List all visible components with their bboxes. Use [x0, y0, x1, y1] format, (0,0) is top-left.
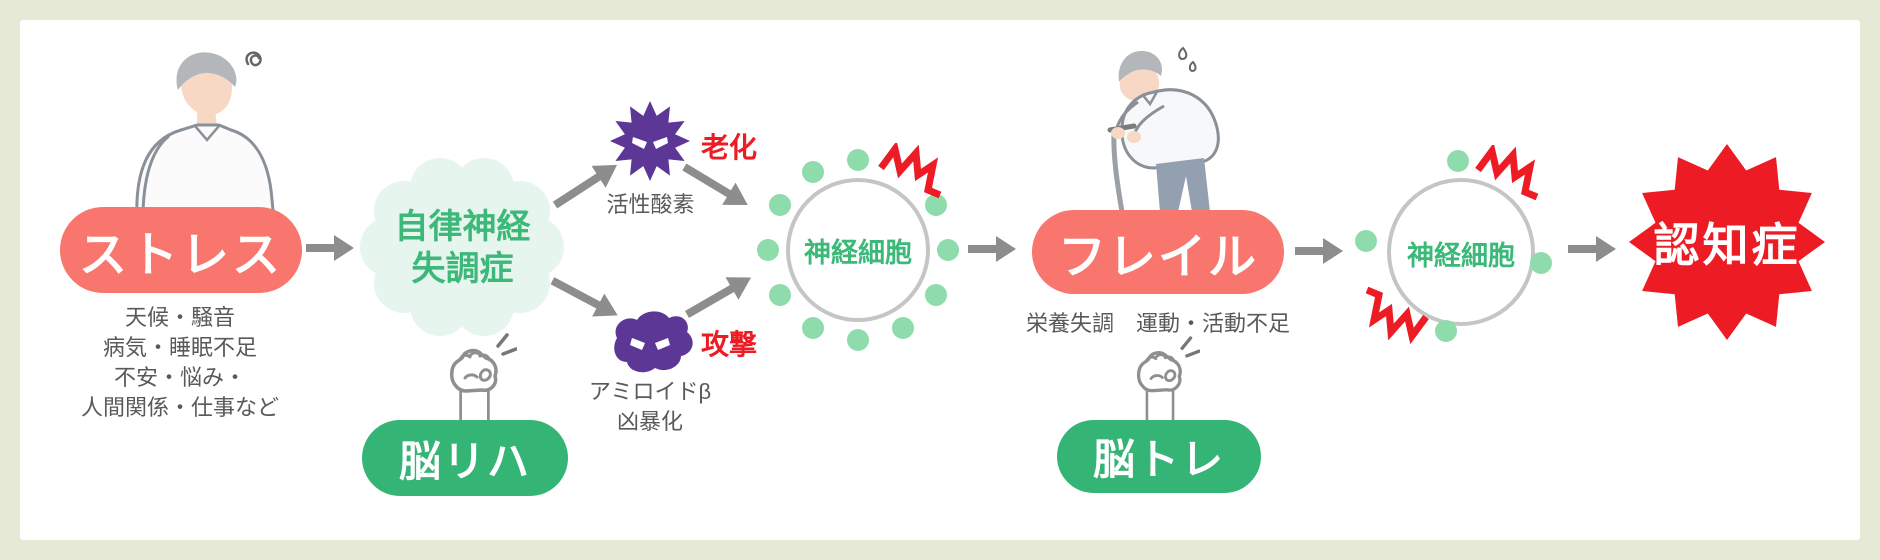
stressed-man-icon: [135, 51, 276, 220]
nerve-cell-dot: [1447, 150, 1469, 172]
nerve-cell-dot: [1435, 320, 1457, 342]
reactive-oxygen-label: 活性酸素: [606, 192, 695, 217]
elderly-man-cane-icon: [1107, 46, 1220, 215]
nerve-cell-label: 神経細胞: [804, 237, 912, 268]
flow-arrow: [968, 236, 1016, 262]
starburst-icon: [1629, 144, 1825, 340]
flow-arrow: [306, 235, 354, 261]
frailty-causes: 栄養失調 運動・活動不足: [1025, 311, 1290, 336]
stress-cause-line: 天候・騒音: [124, 305, 235, 330]
dysautonomia-label: 自律神経 失調症: [355, 150, 570, 345]
attack-effect-label: 攻撃: [701, 329, 758, 360]
dysautonomia-line2: 失調症: [411, 249, 514, 288]
frailty-pill: フレイル: [1032, 210, 1284, 294]
amyloid-label: アミロイドβ 凶暴化: [565, 377, 735, 437]
shock-zigzag-icon: [878, 143, 942, 199]
flow-arrow-diagonal: [550, 277, 618, 317]
nerve-cell-circle: [1387, 178, 1535, 326]
diagram-panel: [20, 20, 1860, 540]
stress-causes: 天候・騒音 病気・睡眠不足 不安・悩み・ 人間関係・仕事など: [30, 303, 330, 423]
nerve-cell-dot: [1355, 230, 1377, 252]
aging-effect-label: 老化: [701, 132, 758, 163]
amyloid-line2: 凶暴化: [616, 409, 683, 434]
spiky-virus-icon: [610, 101, 690, 181]
brain-rehab-pill: 脳リハ: [362, 420, 568, 496]
dementia-label: 認知症: [1653, 219, 1801, 271]
shock-zigzag-icon: [1365, 286, 1429, 344]
fist-icon: [450, 333, 517, 425]
blob-virus-icon: [614, 311, 693, 373]
nerve-cell-dot: [1530, 252, 1552, 274]
cloud-shape: [360, 158, 564, 336]
stress-cause-line: 不安・悩み・: [113, 365, 246, 390]
flow-arrow-diagonal: [552, 164, 618, 209]
flow-arrow: [1568, 236, 1616, 262]
stress-pill: ストレス: [60, 207, 302, 293]
fist-icon: [1136, 336, 1200, 423]
amyloid-line1: アミロイドβ: [588, 379, 712, 404]
flow-arrow-diagonal: [682, 163, 748, 206]
dysautonomia-line1: 自律神経: [394, 207, 531, 246]
stress-cause-line: 病気・睡眠不足: [102, 335, 257, 360]
flow-arrow: [1295, 238, 1343, 264]
nerve-cell-circle: [757, 149, 959, 351]
flow-arrow-diagonal: [684, 277, 752, 318]
brain-training-pill: 脳トレ: [1057, 420, 1261, 493]
nerve-cell-label: 神経細胞: [1407, 240, 1515, 271]
shock-zigzag-icon: [1475, 145, 1539, 201]
stress-cause-line: 人間関係・仕事など: [80, 395, 279, 420]
